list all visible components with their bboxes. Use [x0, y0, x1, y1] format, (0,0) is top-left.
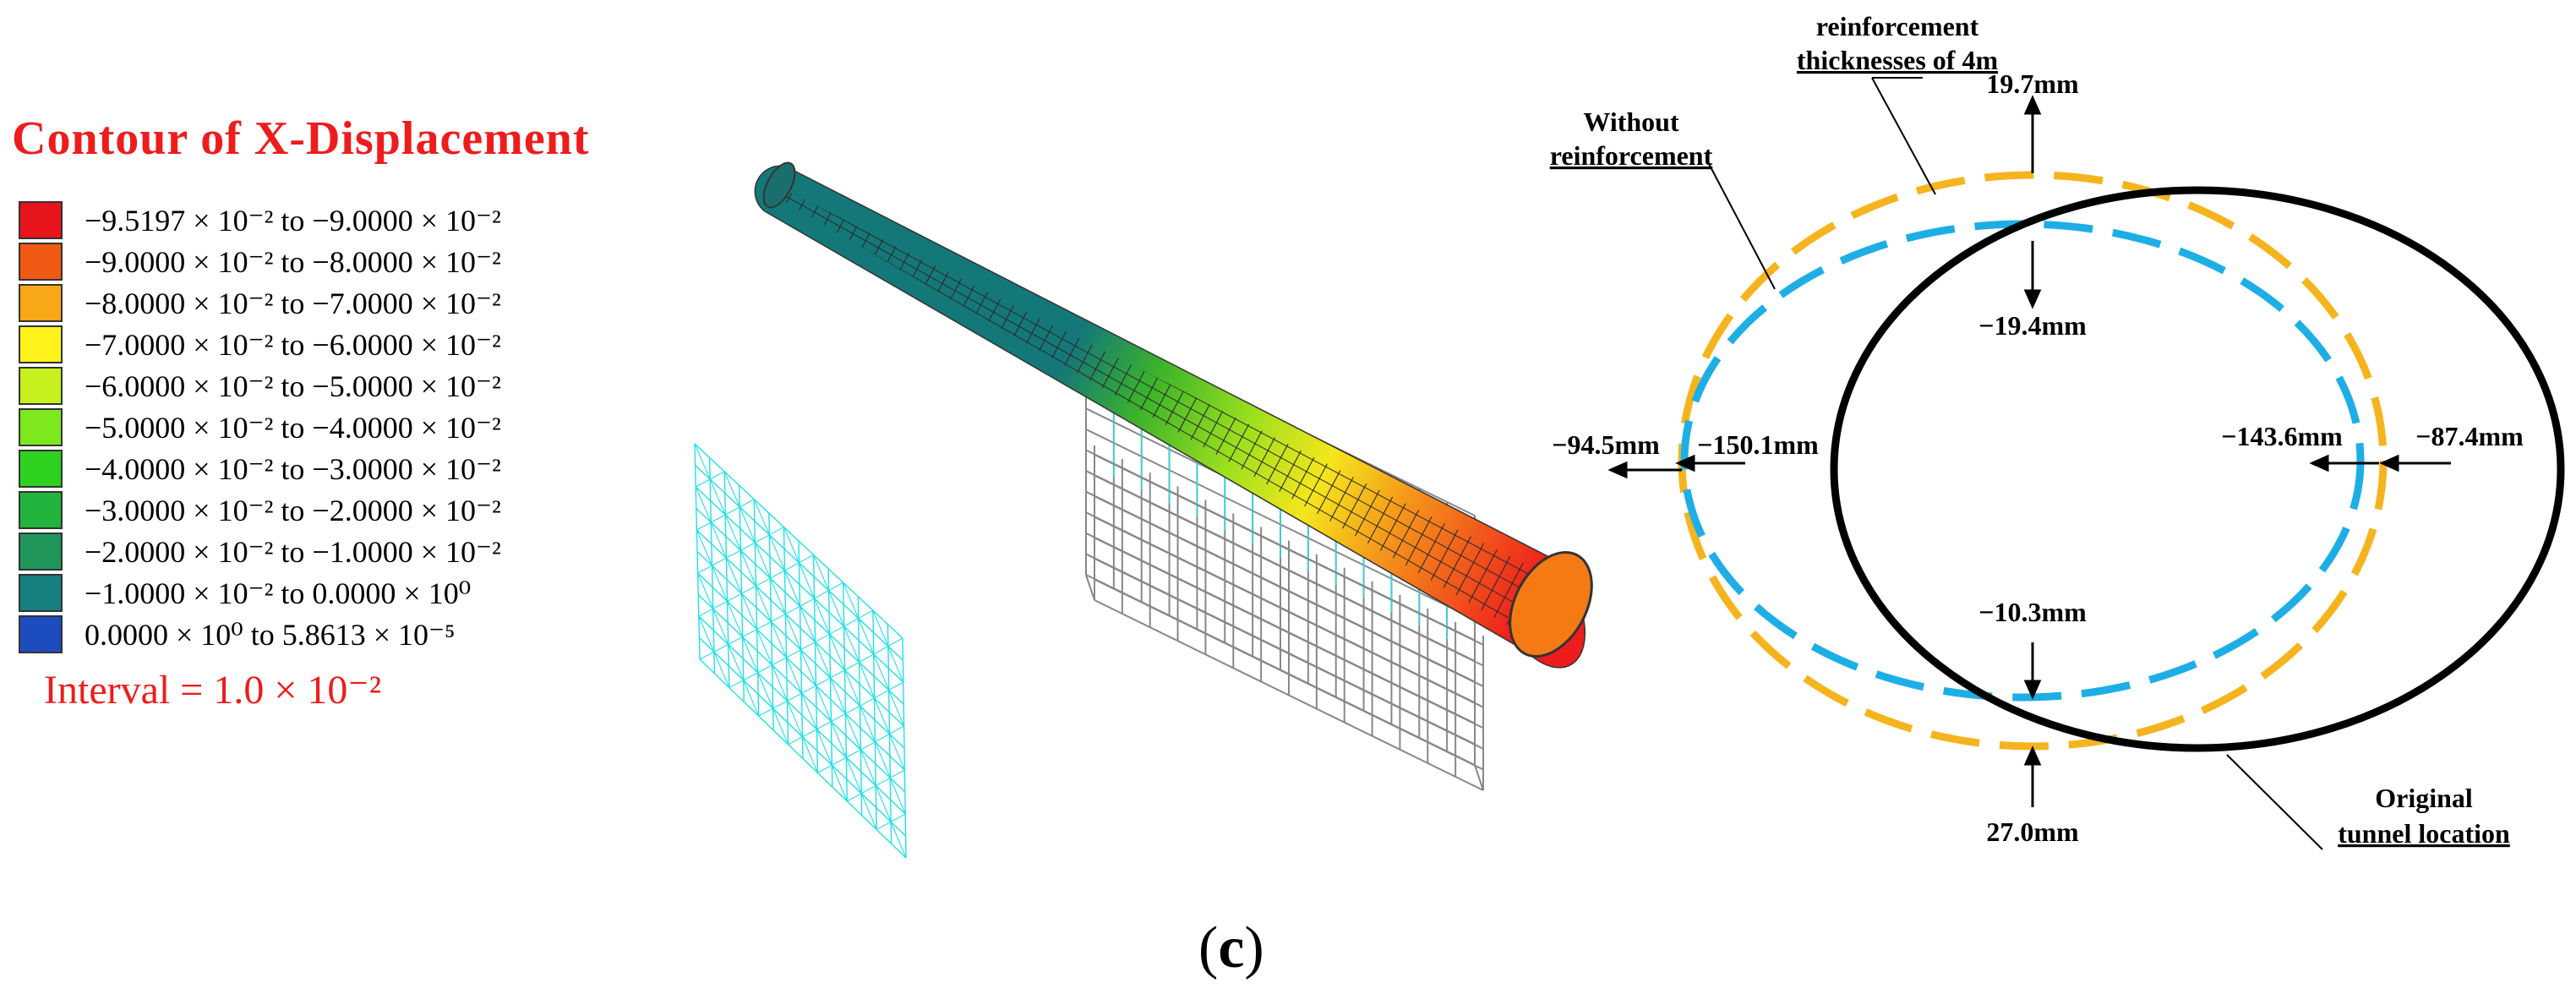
legend-title: Contour of X-Displacement — [12, 112, 590, 165]
value-top-inner: −19.4mm — [1978, 310, 2087, 341]
value-top-outer: 19.7mm — [1986, 68, 2079, 99]
caption-close-paren: ) — [1244, 915, 1264, 980]
excavation-face-mesh — [694, 443, 907, 859]
legend-swatch — [19, 615, 63, 653]
value-right-inner: −143.6mm — [2221, 421, 2343, 451]
displacement-diagram: reinforcement thicknesses of 4m Without … — [1550, 11, 2565, 850]
legend-swatch — [19, 408, 63, 446]
legend-range-label: −7.0000 × 10⁻² to −6.0000 × 10⁻² — [85, 328, 501, 362]
legend-interval: Interval = 1.0 × 10⁻² — [44, 668, 382, 713]
legend-swatch — [19, 367, 63, 405]
value-bottom-inner: −10.3mm — [1978, 597, 2087, 627]
label-reinforcement-line1: reinforcement — [1816, 11, 1979, 41]
legend-swatch — [19, 325, 63, 363]
legend-range-label: −6.0000 × 10⁻² to −5.0000 × 10⁻² — [85, 369, 501, 403]
legend-swatch — [19, 491, 63, 529]
tunnel-far-end — [762, 161, 796, 209]
legend-swatch — [19, 201, 63, 239]
legend-range-label: −5.0000 × 10⁻² to −4.0000 × 10⁻² — [85, 411, 501, 445]
label-reinforcement-line2: thicknesses of 4m — [1797, 45, 1999, 75]
legend-swatch — [19, 284, 63, 322]
legend-swatch — [19, 574, 63, 612]
label-without-line1: Without — [1583, 106, 1679, 137]
label-original-line1: Original — [2375, 783, 2473, 813]
value-bottom-outer: 27.0mm — [1986, 816, 2079, 847]
legend-range-label: −4.0000 × 10⁻² to −3.0000 × 10⁻² — [85, 452, 501, 486]
original-tunnel-outline — [1830, 186, 2565, 752]
value-left-inner: −150.1mm — [1697, 429, 1819, 460]
label-original-line2: tunnel location — [2338, 818, 2510, 849]
leader-without — [1706, 160, 1776, 290]
reinforcement-block-front — [1085, 445, 1484, 791]
legend-range-label: −3.0000 × 10⁻² to −2.0000 × 10⁻² — [85, 494, 501, 527]
caption-letter: c — [1218, 915, 1245, 980]
label-without-line2: reinforcement — [1550, 140, 1713, 171]
caption-open-paren: ( — [1198, 915, 1219, 980]
legend-swatch — [19, 243, 63, 281]
legend-range-label: −1.0000 × 10⁻² to 0.0000 × 10⁰ — [85, 576, 472, 610]
figure-caption: (c) — [1198, 915, 1264, 982]
legend-range-label: −8.0000 × 10⁻² to −7.0000 × 10⁻² — [85, 287, 501, 320]
tunnel-near-face — [1509, 550, 1593, 658]
legend-range-label: −9.0000 × 10⁻² to −8.0000 × 10⁻² — [85, 245, 501, 279]
legend-range-label: 0.0000 × 10⁰ to 5.8613 × 10⁻⁵ — [85, 618, 456, 652]
legend-range-label: −9.5197 × 10⁻² to −9.0000 × 10⁻² — [85, 204, 501, 238]
value-left-outer: −94.5mm — [1552, 429, 1660, 460]
tunnel-model — [754, 161, 1593, 669]
legend-swatch — [19, 532, 63, 571]
leader-reinforcement — [1871, 77, 1936, 195]
leader-original — [2226, 754, 2323, 850]
legend-swatch — [19, 450, 63, 488]
value-right-outer: −87.4mm — [2415, 421, 2524, 451]
legend-range-label: −2.0000 × 10⁻² to −1.0000 × 10⁻² — [85, 535, 501, 569]
